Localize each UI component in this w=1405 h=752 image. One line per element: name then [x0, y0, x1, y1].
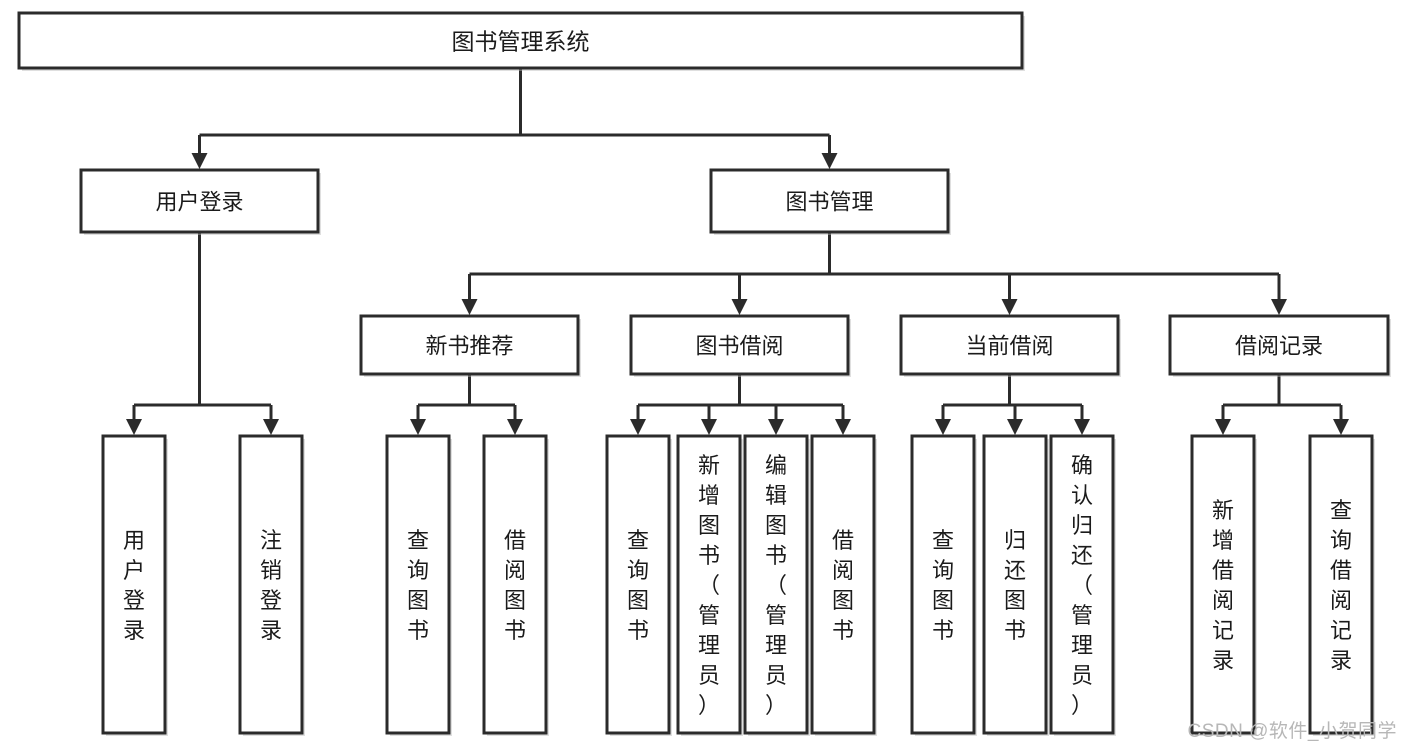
node-label: 查询借阅记录	[1330, 498, 1352, 673]
connector-layer	[126, 68, 1349, 435]
node-border[interactable]	[482, 434, 548, 735]
arrow-head-icon	[507, 419, 523, 435]
arrow-head-icon	[821, 153, 838, 169]
node-leaf-user-logout[interactable]: 注销登录	[238, 434, 305, 736]
node-leaf-user-login[interactable]: 用户登录	[101, 434, 168, 736]
node-leaf-return-book[interactable]: 归还图书	[982, 434, 1049, 736]
arrow-head-icon	[768, 419, 784, 435]
connector-group	[410, 374, 523, 435]
node-border[interactable]	[101, 434, 167, 735]
node-leaf-confirm-return[interactable]: 确认归还（管理员）	[1049, 434, 1116, 736]
arrow-head-icon	[126, 419, 142, 435]
connector-group	[126, 232, 279, 435]
node-border[interactable]	[810, 434, 876, 735]
arrow-head-icon	[835, 419, 851, 435]
node-label: 图书管理系统	[452, 29, 590, 55]
arrow-head-icon	[935, 419, 951, 435]
node-label: 编辑图书（管理员）	[765, 453, 787, 718]
node-label: 借阅图书	[504, 528, 526, 643]
arrow-head-icon	[461, 299, 478, 315]
connector-group	[191, 68, 838, 169]
node-borrow-record[interactable]: 借阅记录	[1168, 314, 1391, 377]
node-border[interactable]	[17, 11, 1024, 70]
arrow-head-icon	[731, 299, 748, 315]
node-border[interactable]	[899, 314, 1120, 376]
node-label: 借阅图书	[832, 528, 854, 643]
arrow-head-icon	[1007, 419, 1023, 435]
node-leaf-add-book[interactable]: 新增图书（管理员）	[676, 434, 743, 736]
connector-group	[630, 374, 851, 435]
node-border[interactable]	[910, 434, 976, 735]
node-border[interactable]	[709, 168, 950, 234]
node-leaf-query-book-2[interactable]: 查询图书	[605, 434, 672, 736]
node-border[interactable]	[359, 314, 580, 376]
node-label: 归还图书	[1004, 528, 1026, 643]
node-label: 当前借阅	[965, 334, 1053, 359]
node-border[interactable]	[238, 434, 304, 735]
node-label: 新增借阅记录	[1212, 498, 1234, 673]
node-leaf-query-book-1[interactable]: 查询图书	[385, 434, 452, 736]
node-border[interactable]	[676, 434, 742, 735]
node-label: 图书管理	[785, 190, 873, 215]
node-label: 新书推荐	[425, 334, 513, 359]
node-new-book-recommend[interactable]: 新书推荐	[359, 314, 581, 377]
node-border[interactable]	[982, 434, 1048, 735]
node-border[interactable]	[1190, 434, 1256, 735]
node-border[interactable]	[743, 434, 809, 735]
arrow-head-icon	[1215, 419, 1231, 435]
node-leaf-query-book-3[interactable]: 查询图书	[910, 434, 977, 736]
node-border[interactable]	[1168, 314, 1390, 376]
node-border[interactable]	[1308, 434, 1374, 735]
node-label: 新增图书（管理员）	[698, 453, 720, 718]
node-border[interactable]	[605, 434, 671, 735]
node-book-management[interactable]: 图书管理	[709, 168, 951, 235]
arrow-head-icon	[1074, 419, 1090, 435]
node-图书管理系统[interactable]: 图书管理系统	[17, 11, 1025, 71]
connector-group	[461, 232, 1287, 315]
arrow-head-icon	[263, 419, 279, 435]
node-label: 查询图书	[932, 528, 954, 643]
node-label: 查询图书	[407, 528, 429, 643]
node-book-borrow[interactable]: 图书借阅	[629, 314, 851, 377]
node-leaf-add-borrow-record[interactable]: 新增借阅记录	[1190, 434, 1257, 736]
node-current-borrow[interactable]: 当前借阅	[899, 314, 1121, 377]
arrow-head-icon	[191, 153, 208, 169]
node-leaf-edit-book[interactable]: 编辑图书（管理员）	[743, 434, 810, 736]
arrow-head-icon	[1333, 419, 1349, 435]
connector-group	[1215, 374, 1349, 435]
arrow-head-icon	[630, 419, 646, 435]
arrow-head-icon	[701, 419, 717, 435]
node-leaf-borrow-book-2[interactable]: 借阅图书	[810, 434, 877, 736]
node-border[interactable]	[1049, 434, 1115, 735]
node-label: 图书借阅	[695, 334, 783, 359]
node-user-login[interactable]: 用户登录	[79, 168, 321, 235]
arrow-head-icon	[410, 419, 426, 435]
node-label: 借阅记录	[1235, 334, 1323, 359]
node-border[interactable]	[385, 434, 451, 735]
arrow-head-icon	[1271, 299, 1287, 315]
arrow-head-icon	[1001, 299, 1018, 315]
node-leaf-borrow-book-1[interactable]: 借阅图书	[482, 434, 549, 736]
node-label: 用户登录	[155, 190, 243, 215]
node-border[interactable]	[79, 168, 320, 234]
node-border[interactable]	[629, 314, 850, 376]
watermark-label: CSDN @软件_小贺同学	[1187, 721, 1397, 742]
node-label: 确认归还（管理员）	[1071, 453, 1093, 718]
node-label: 用户登录	[123, 528, 145, 643]
node-leaf-query-borrow-record[interactable]: 查询借阅记录	[1308, 434, 1375, 736]
connector-group	[935, 374, 1090, 435]
node-label: 注销登录	[260, 528, 282, 643]
node-layer: 图书管理系统用户登录图书管理新书推荐图书借阅当前借阅借阅记录用户登录注销登录查询…	[17, 11, 1391, 736]
node-label: 查询图书	[627, 528, 649, 643]
